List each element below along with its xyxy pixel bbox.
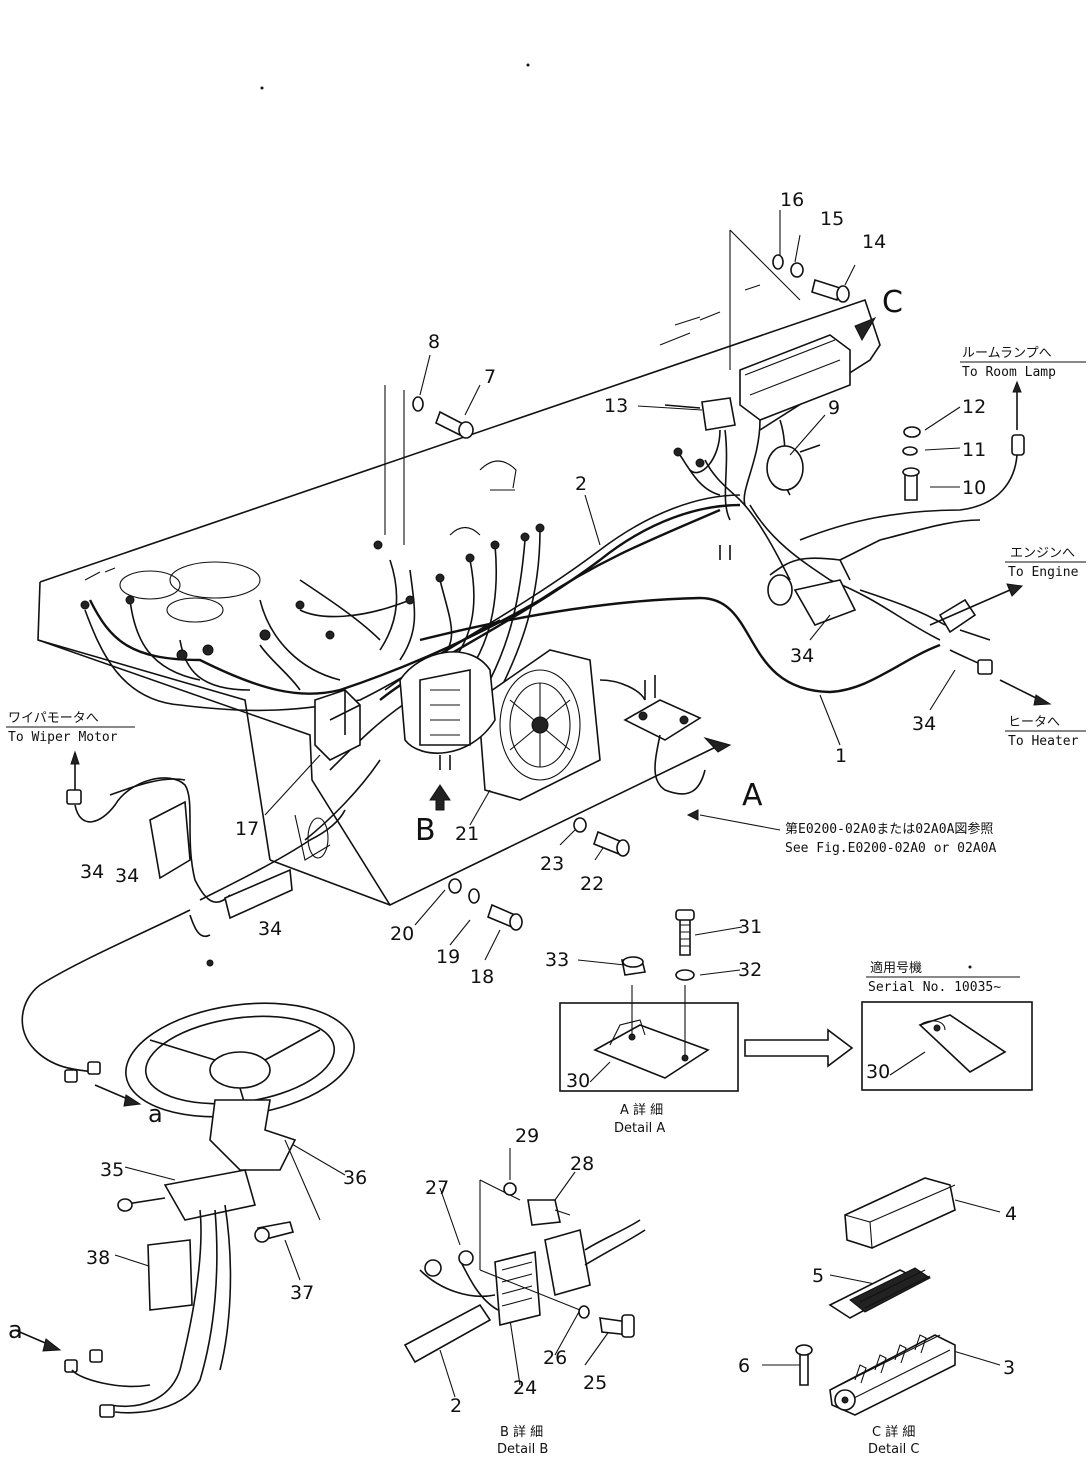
callout-9: 9 [828, 397, 840, 419]
detail-c-caption-en: Detail C [868, 1442, 920, 1457]
serial-label-en: Serial No. 10035~ [868, 980, 1001, 995]
callout-15: 15 [820, 208, 844, 230]
callout-2-detail-b: 2 [450, 1395, 462, 1417]
engine-lead [929, 583, 1024, 626]
callout-6: 6 [738, 1355, 750, 1377]
engine-label-en: To Engine [1008, 565, 1079, 580]
serial-label-jp: 適用号機 [870, 960, 922, 976]
view-arrow-b [429, 784, 451, 811]
detail-c: C 詳 細 Detail C [795, 1177, 956, 1457]
callout-34-heater: 34 [912, 713, 936, 735]
callout-19: 19 [436, 946, 460, 968]
view-letters: C A B a a [8, 285, 903, 1344]
room-lamp-lead [799, 380, 1025, 541]
room-lamp-annotation: ルームランプへ To Room Lamp [960, 346, 1086, 380]
callout-3: 3 [1003, 1357, 1015, 1379]
callout-25: 25 [583, 1372, 607, 1394]
see-figure-annotation: 第E0200-02A0または02A0A図参照 See Fig.E0200-02A… [785, 821, 996, 856]
serial-variant-frame [861, 1001, 1033, 1091]
callout-1: 1 [835, 745, 847, 767]
detail-b: B 詳 細 Detail B [403, 1179, 646, 1457]
callout-34-right: 34 [790, 645, 814, 667]
callout-17: 17 [235, 818, 259, 840]
wiper-harness [21, 750, 346, 1107]
controller-17 [314, 689, 361, 761]
steering-column [14, 1002, 355, 1418]
callout-26: 26 [543, 1347, 567, 1369]
detail-c-caption-jp: C 詳 細 [872, 1424, 915, 1440]
callout-28: 28 [570, 1153, 594, 1175]
callout-38: 38 [86, 1247, 110, 1269]
callout-24: 24 [513, 1377, 537, 1399]
serial-variant: 適用号機 Serial No. 10035~ [861, 960, 1033, 1091]
heater-label-en: To Heater [1008, 734, 1079, 749]
heater-annotation: ヒータへ To Heater [1005, 715, 1086, 749]
detail-a: A 詳 細 Detail A [559, 909, 739, 1136]
callout-13: 13 [604, 395, 628, 417]
callout-22: 22 [580, 873, 604, 895]
callout-29: 29 [515, 1125, 539, 1147]
callout-34-left-b: 34 [115, 865, 139, 887]
callout-16: 16 [780, 189, 804, 211]
callout-30-a: 30 [566, 1070, 590, 1092]
view-letter-c: C [882, 285, 903, 320]
wiper-annotation: ワイパモータへ To Wiper Motor [6, 711, 135, 745]
room-lamp-label-jp: ルームランプへ [962, 346, 1052, 361]
callout-7: 7 [484, 366, 496, 388]
callout-4: 4 [1005, 1203, 1017, 1225]
see-figure-jp: 第E0200-02A0または02A0A図参照 [785, 821, 993, 837]
callout-30-b: 30 [866, 1061, 890, 1083]
leader-lines [114, 210, 1001, 1398]
callout-34-left-c: 34 [258, 918, 282, 940]
callout-36: 36 [343, 1167, 367, 1189]
view-letter-b: B [415, 813, 436, 848]
callout-21: 21 [455, 823, 479, 845]
fasteners [412, 254, 921, 931]
callout-27: 27 [425, 1177, 449, 1199]
wiper-label-en: To Wiper Motor [8, 730, 118, 745]
see-figure-en: See Fig.E0200-02A0 or 02A0A [785, 841, 996, 856]
callout-10: 10 [962, 477, 986, 499]
engine-annotation: エンジンへ To Engine [1005, 546, 1086, 580]
room-lamp-label-en: To Room Lamp [962, 365, 1056, 380]
view-letter-a: A [742, 778, 763, 813]
blower-unit [399, 649, 601, 801]
callout-14: 14 [862, 231, 886, 253]
detail-b-caption-jp: B 詳 細 [500, 1424, 543, 1440]
fuse-box-assembly [664, 334, 991, 641]
scan-dots [260, 63, 972, 969]
part-callouts: 1 2 7 8 9 10 11 12 13 14 15 16 17 18 19 … [80, 189, 1017, 1417]
callout-35: 35 [100, 1159, 124, 1181]
serial-arrow [744, 1028, 854, 1068]
callout-2: 2 [575, 473, 587, 495]
wiper-label-jp: ワイパモータへ [8, 711, 99, 726]
callout-23: 23 [540, 853, 564, 875]
detail-a-caption-jp: A 詳 細 [620, 1102, 663, 1118]
callout-11: 11 [962, 439, 986, 461]
callout-12: 12 [962, 396, 986, 418]
callout-33: 33 [545, 949, 569, 971]
view-arrow-a [703, 737, 732, 753]
heater-lead [949, 649, 1052, 706]
detail-a-caption-en: Detail A [614, 1121, 665, 1136]
callout-37: 37 [290, 1282, 314, 1304]
detail-b-caption-en: Detail B [497, 1442, 548, 1457]
heater-label-jp: ヒータへ [1008, 715, 1060, 730]
engine-label-jp: エンジンへ [1010, 546, 1075, 561]
bracket-a [599, 675, 706, 795]
callout-18: 18 [470, 966, 494, 988]
callout-32: 32 [738, 959, 762, 981]
view-arrow-c [854, 316, 877, 342]
detail-a-frame [559, 1002, 739, 1092]
callout-8: 8 [428, 331, 440, 353]
callout-31: 31 [738, 916, 762, 938]
callout-20: 20 [390, 923, 414, 945]
callout-5: 5 [812, 1265, 824, 1287]
callout-34-left-a: 34 [80, 861, 104, 883]
